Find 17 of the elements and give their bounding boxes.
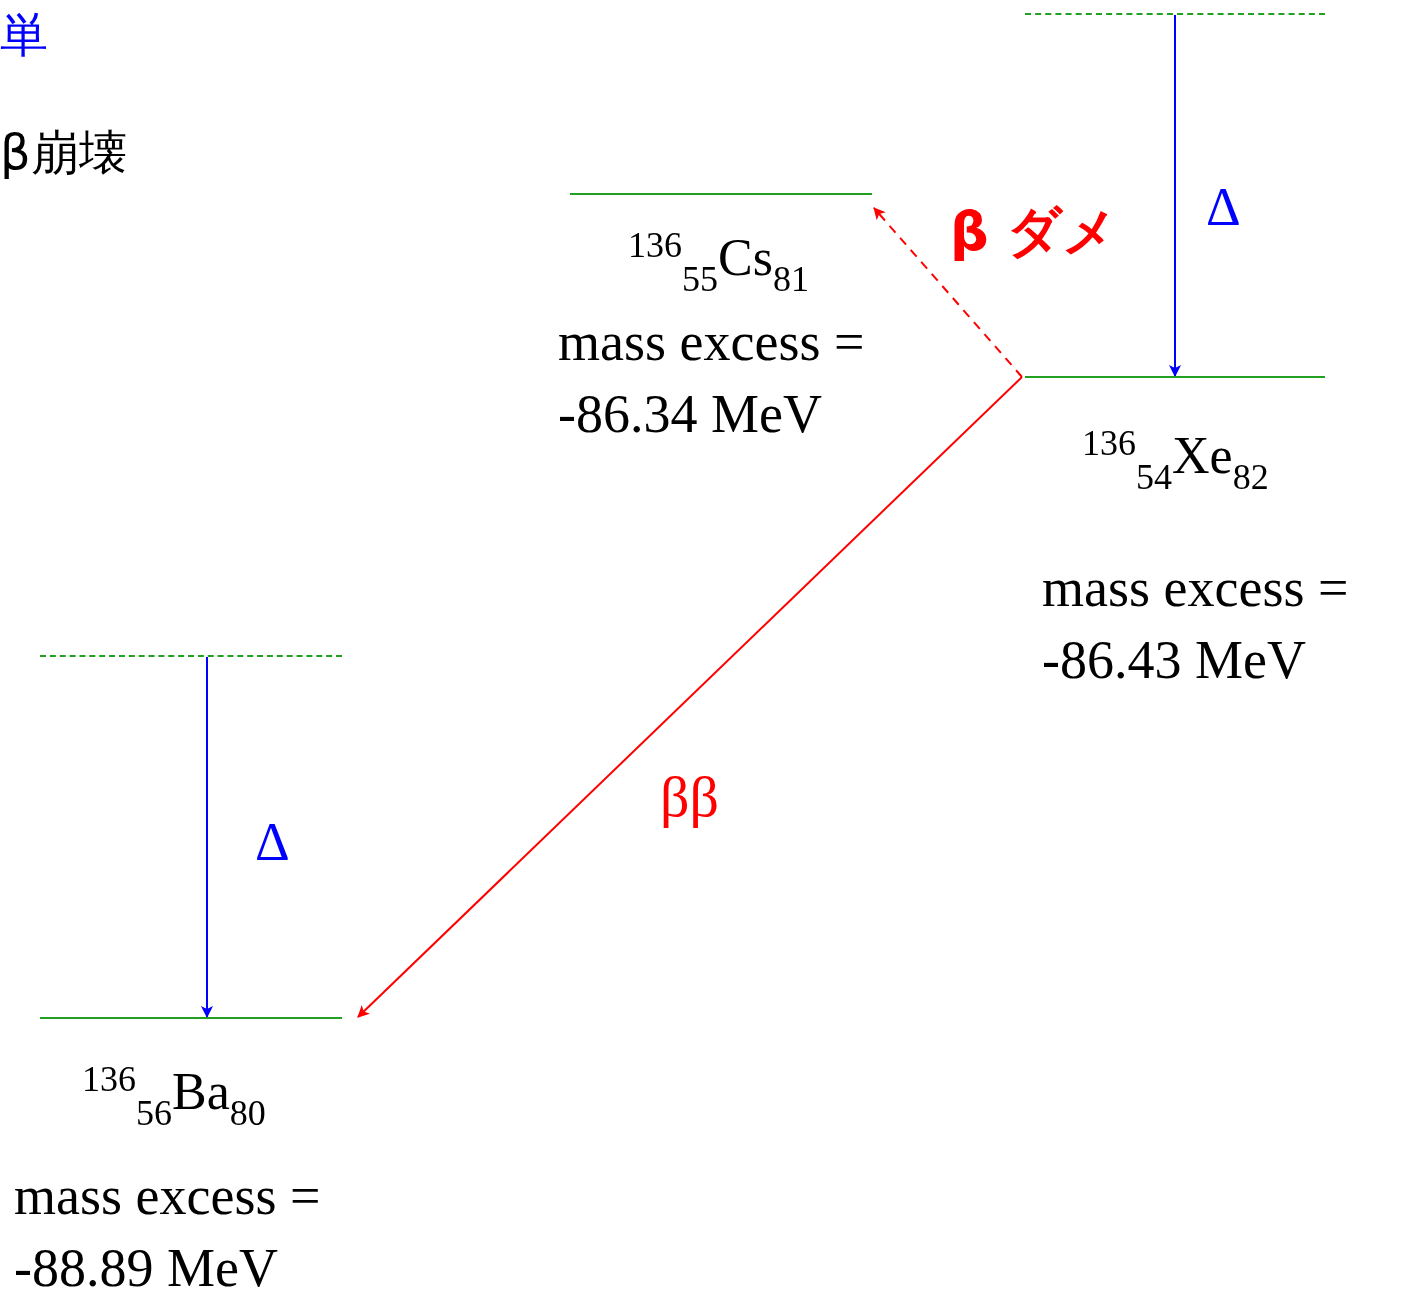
edge-label: β ダメ [950,205,1118,259]
edge-label: Δ [1206,180,1241,234]
arrow [1169,14,1181,377]
arrow [201,656,213,1018]
edge-label: ββ [660,768,720,826]
mass-excess-text: mass excess = -86.43 MeV [1042,557,1350,692]
energy-level-line [570,193,872,195]
mass-excess-text: mass excess = -88.89 MeV [14,1165,322,1294]
energy-level-line [40,1017,342,1019]
heading-text: 単 [0,10,48,58]
mass-excess-text: mass excess = -86.34 MeV [558,311,866,446]
energy-level-line [1025,376,1325,378]
edge-label: Δ [255,815,290,869]
arrow [357,376,1023,1018]
energy-level-line [40,655,342,657]
energy-level-line [1025,13,1325,15]
arrow [873,207,1023,378]
